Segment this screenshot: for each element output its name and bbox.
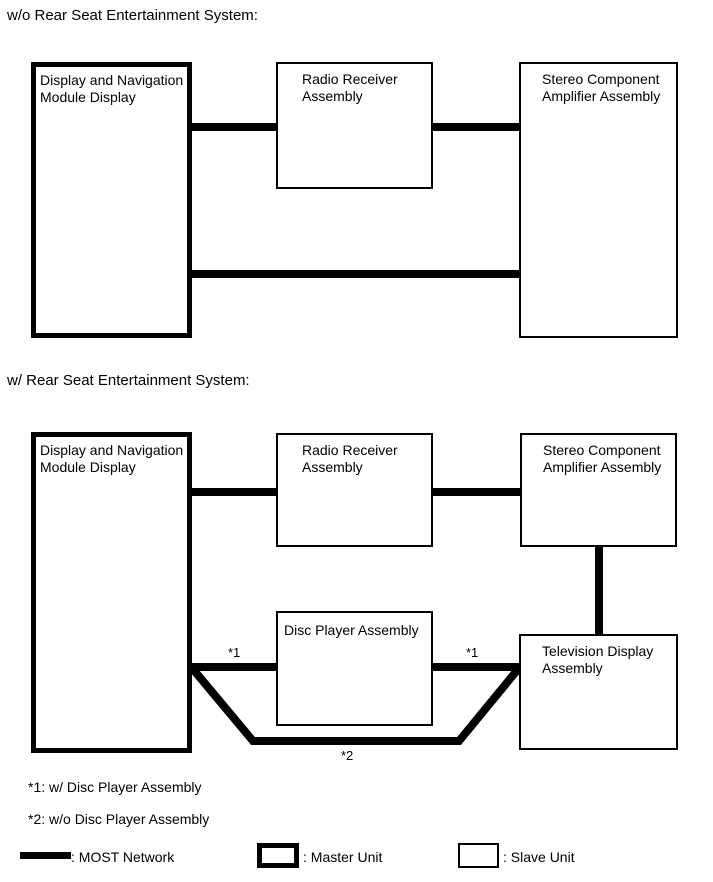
- most-line-stereo-to-television: [595, 545, 603, 636]
- box-radio-receiver-1: Radio Receiver Assembly: [276, 62, 433, 189]
- footnote-2: *2: w/o Disc Player Assembly: [28, 811, 210, 827]
- most-line-radio-to-stereo-2: [431, 488, 522, 496]
- marker-1-left: *1: [228, 645, 241, 660]
- box-stereo-amplifier-1: Stereo Component Amplifier Assembly: [519, 62, 678, 338]
- footnote-1: *1: w/ Disc Player Assembly: [28, 779, 202, 795]
- most-line-display-to-radio-2: [190, 488, 278, 496]
- box-display-navigation-module-1: Display and Navigation Module Display: [31, 62, 192, 338]
- legend-master-unit-box-swatch: [257, 843, 299, 868]
- most-line-display-to-disc: [190, 663, 278, 671]
- box-label: Display and Navigation Module Display: [40, 72, 184, 105]
- legend-slave-unit-box-swatch: [458, 843, 499, 868]
- box-label: Radio Receiver Assembly: [302, 442, 398, 475]
- box-television-display: Television Display Assembly: [519, 634, 678, 750]
- legend-most-network-line-swatch: [20, 852, 71, 859]
- box-disc-player: Disc Player Assembly: [276, 611, 433, 726]
- box-display-navigation-module-2: Display and Navigation Module Display: [31, 432, 192, 753]
- marker-2: *2: [341, 748, 354, 763]
- legend-master-unit-label: : Master Unit: [303, 849, 383, 865]
- box-label: Display and Navigation Module Display: [40, 442, 184, 475]
- legend-most-network-label: : MOST Network: [71, 849, 175, 865]
- box-label: Stereo Component Amplifier Assembly: [543, 442, 662, 475]
- most-line-display-to-stereo-1: [190, 270, 521, 278]
- box-label: Disc Player Assembly: [284, 622, 419, 638]
- box-label: Stereo Component Amplifier Assembly: [542, 71, 661, 104]
- box-radio-receiver-2: Radio Receiver Assembly: [276, 433, 433, 547]
- section-title-with-rse: w/ Rear Seat Entertainment System:: [7, 372, 250, 389]
- box-stereo-amplifier-2: Stereo Component Amplifier Assembly: [520, 433, 677, 547]
- legend-slave-unit-label: : Slave Unit: [503, 849, 575, 865]
- most-line-disc-to-television: [431, 663, 521, 671]
- box-label: Radio Receiver Assembly: [302, 71, 398, 104]
- box-label: Television Display Assembly: [542, 643, 654, 676]
- most-line-radio-to-stereo-1: [431, 123, 521, 131]
- section-title-without-rse: w/o Rear Seat Entertainment System:: [7, 7, 258, 24]
- marker-1-right: *1: [466, 645, 479, 660]
- most-line-display-to-radio-1: [190, 123, 278, 131]
